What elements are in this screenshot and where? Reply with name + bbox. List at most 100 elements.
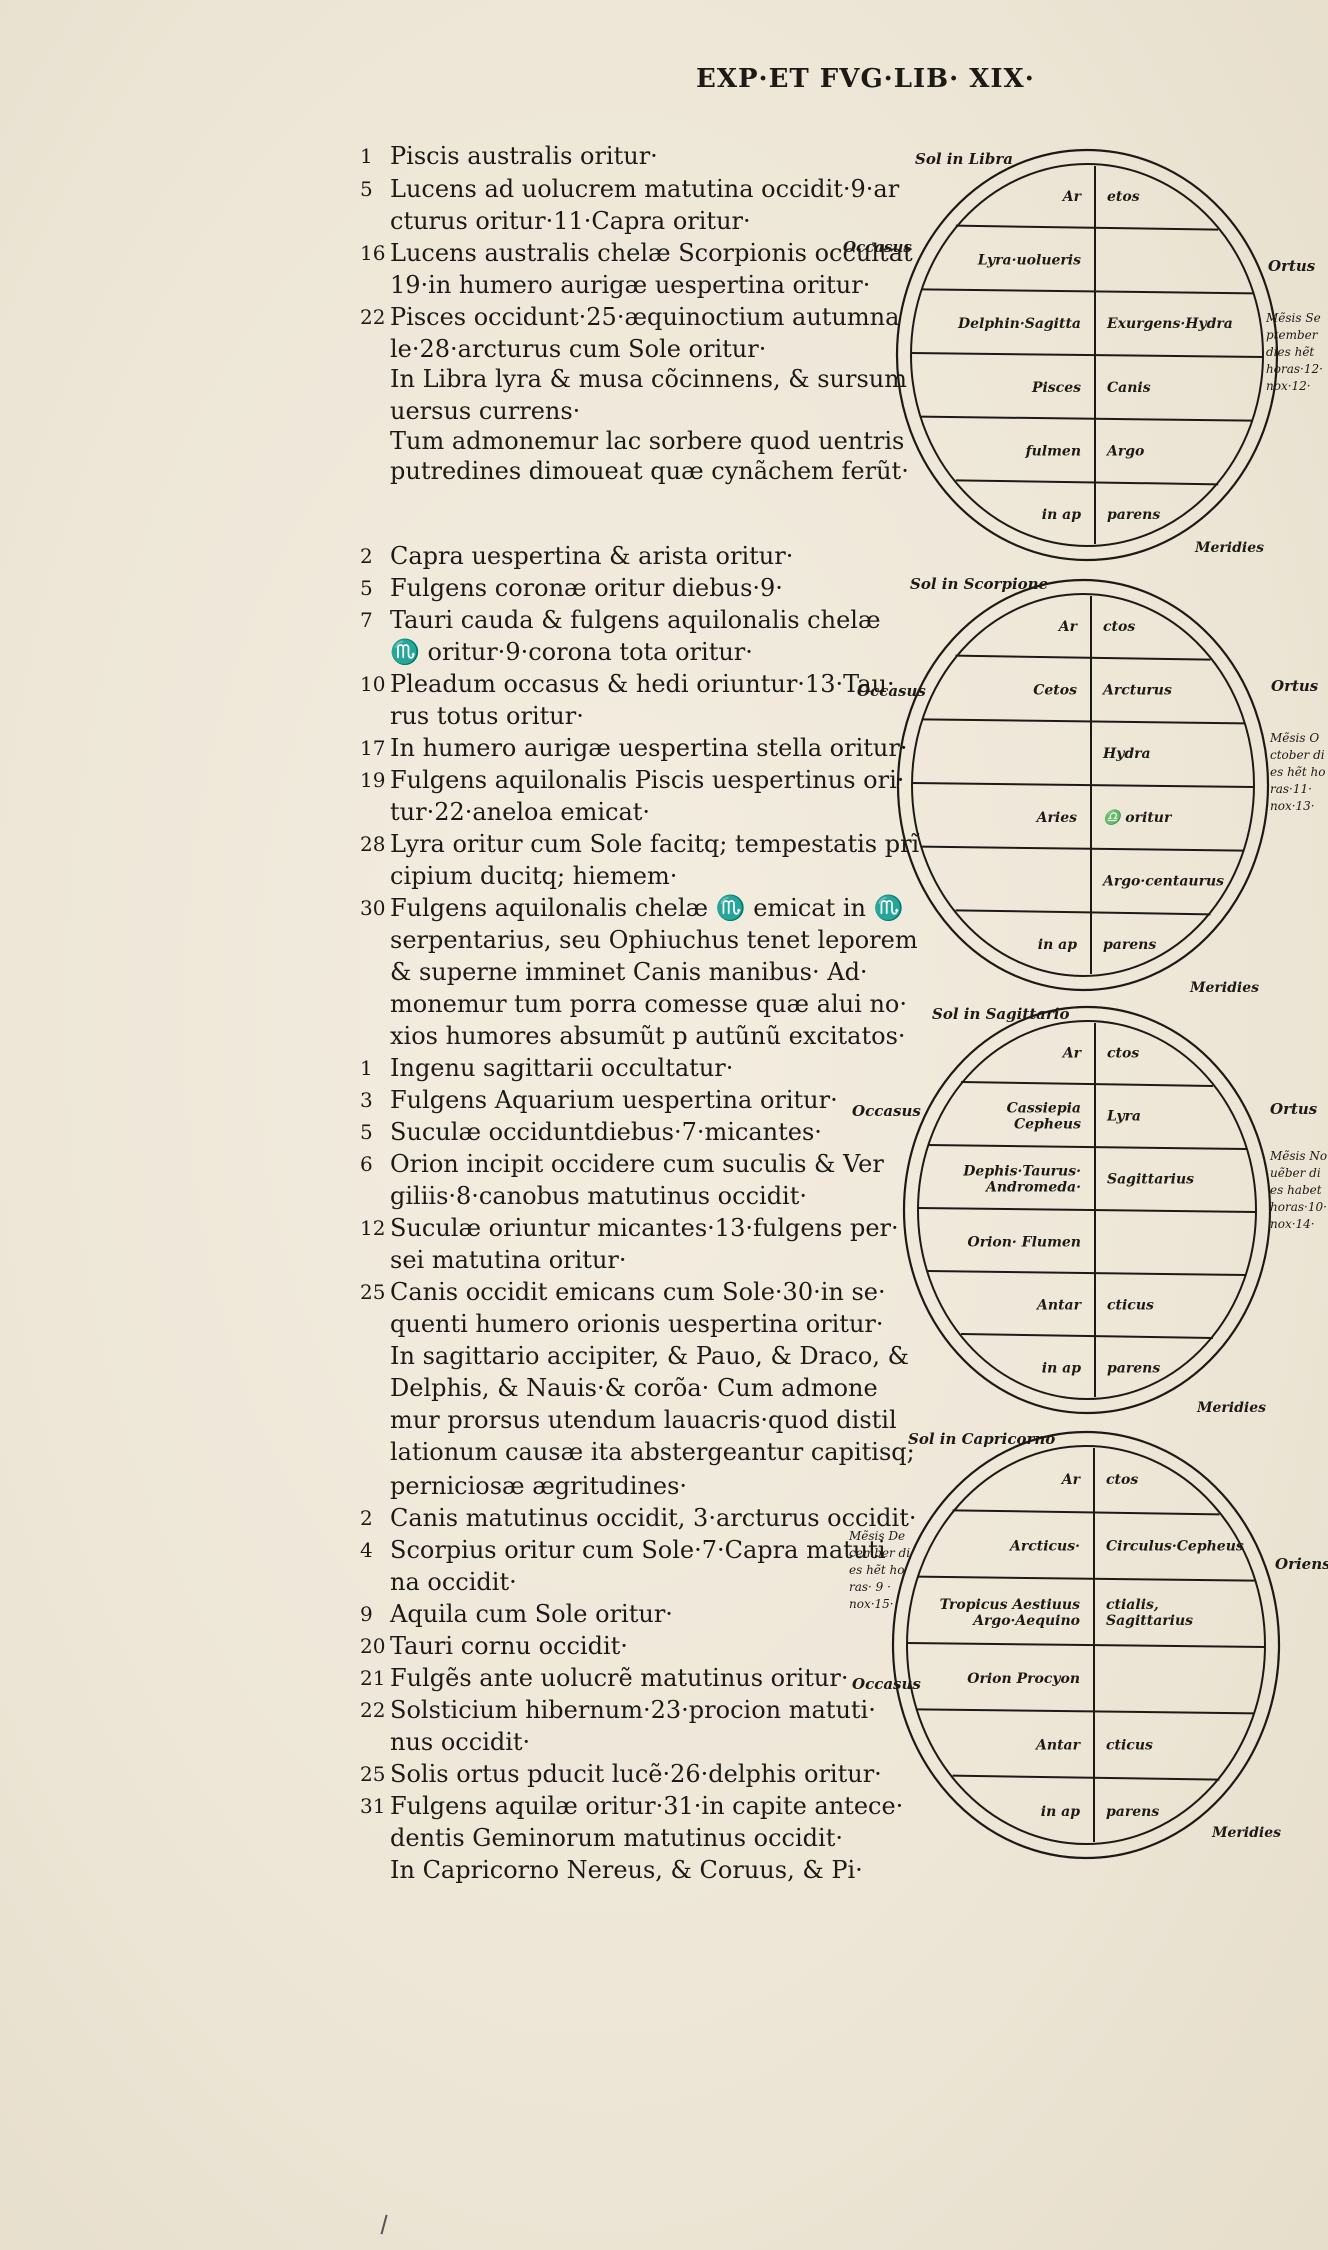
parallel-line [911, 782, 1255, 788]
line-text: ♏ oritur·9·corona tota oritur· [390, 638, 753, 666]
constellation-label: cticus [1107, 1298, 1154, 1314]
occasus-label: Occasus [857, 682, 926, 700]
day-number: 2 [360, 544, 373, 568]
day-number: 1 [360, 144, 373, 168]
constellation-label: in ap [1042, 507, 1081, 523]
day-number: 5 [360, 1120, 373, 1144]
note-line: cember di [849, 1546, 911, 1560]
day-number: 25 [360, 1280, 386, 1304]
constellation-label: Exurgens·Hydra [1106, 316, 1233, 332]
line-text: Tauri cornu occidit· [390, 1632, 628, 1660]
constellation-label: Ar [1061, 189, 1083, 205]
parallel-line [952, 1774, 1220, 1781]
line-text: giliis·8·canobus matutinus occidit· [390, 1182, 807, 1210]
constellation-label: parens [1107, 1361, 1160, 1377]
line-text: Orion incipit occidere cum suculis & Ver [390, 1150, 884, 1178]
line-text: Tum admonemur lac sorbere quod uentris [390, 427, 905, 455]
constellation-label: in ap [1038, 937, 1077, 953]
line-text: Suculæ oriuntur micantes·13·fulgens per· [390, 1214, 899, 1242]
day-number: 6 [360, 1152, 373, 1176]
day-number: 2 [360, 1506, 373, 1530]
line-text: Lucens australis chelæ Scorpionis occult… [390, 239, 913, 267]
meridies-label: Meridies [1197, 1400, 1266, 1416]
sun-sign-label: Sol in Libra [915, 150, 1013, 168]
constellation-label: Dephis·Taurus· [962, 1164, 1081, 1180]
note-line: nox·14· [1270, 1217, 1315, 1231]
line-text: Pisces occidunt·25·æquinoctium autumna [390, 303, 900, 331]
parallel-line [910, 352, 1264, 358]
line-text: perniciosæ ægritudines· [390, 1472, 688, 1500]
constellation-label: Argo·Aequino [971, 1613, 1080, 1629]
line-text: Fulgẽs ante uolucrẽ matutinus oritur· [390, 1664, 849, 1692]
outer-circle [895, 148, 1279, 562]
line-text: putredines dimoueat quæ cynãchem ferũt· [390, 457, 909, 485]
line-text: Pleadum occasus & hedi oriuntur·13·Tau· [390, 670, 895, 698]
parallel-line [921, 845, 1245, 852]
sun-sign-label: Sol in Scorpione [910, 575, 1049, 593]
day-number: 3 [360, 1088, 373, 1112]
constellation-label: ♎ oritur [1103, 809, 1173, 826]
constellation-label: Ar [1057, 619, 1079, 635]
constellation-label: Circulus·Cepheus [1106, 1539, 1244, 1555]
parallel-line [952, 1509, 1220, 1516]
note-line: ras· 9 · [849, 1580, 891, 1594]
constellation-label: Antar [1034, 1738, 1082, 1754]
note-line: Mẽsis De [849, 1529, 906, 1543]
constellation-label: Arcticus· [1008, 1539, 1080, 1555]
note-line: Mẽsis O [1270, 731, 1320, 745]
constellation-label: ctos [1107, 1046, 1139, 1062]
day-number: 30 [360, 896, 386, 920]
constellation-label: Ar [1060, 1472, 1082, 1488]
line-text: lationum causæ ita abstergeantur capitis… [390, 1438, 915, 1466]
constellation-label: Aries [1035, 810, 1077, 826]
day-number: 22 [360, 1698, 386, 1722]
inner-circle [910, 163, 1264, 547]
constellation-label: parens [1106, 1804, 1159, 1820]
parallel-line [921, 288, 1253, 295]
line-text: Solsticium hibernum·23·procion matuti· [390, 1696, 876, 1724]
line-text: Fulgens aquilæ oritur·31·in capite antec… [390, 1792, 904, 1820]
line-text: mur prorsus utendum lauacris·quod distil [390, 1406, 897, 1434]
parallel-line [906, 1642, 1266, 1648]
day-number: 19 [360, 768, 386, 792]
constellation-label: Lyra [1106, 1109, 1141, 1125]
constellation-label: Argo·centaurus [1101, 874, 1224, 890]
ortus-label: Oriens [1275, 1555, 1328, 1573]
line-text: Ingenu sagittarii occultatur· [390, 1054, 734, 1082]
note-line: nox·13· [1270, 799, 1315, 813]
day-number: 4 [360, 1538, 373, 1562]
sun-sign-label: Sol in Sagittario [932, 1005, 1070, 1023]
line-text: 19·in humero aurigæ uespertina oritur· [390, 271, 871, 299]
outer-circle [902, 1005, 1272, 1415]
day-number: 10 [360, 672, 386, 696]
day-number: 5 [360, 177, 373, 201]
constellation-label: Antar [1035, 1298, 1083, 1314]
ink-mark [380, 2214, 392, 2236]
line-text: & superne imminet Canis manibus· Ad· [390, 958, 868, 986]
parallel-line [921, 415, 1253, 422]
line-text: Suculæ occiduntdiebus·7·micantes· [390, 1118, 822, 1146]
line-text: In humero aurigæ uespertina stella oritu… [390, 734, 908, 762]
note-line: ras·11· [1270, 782, 1312, 796]
parallel-line [961, 1333, 1213, 1339]
line-text: Aquila cum Sole oritur· [390, 1600, 673, 1628]
meridies-label: Meridies [1190, 980, 1259, 996]
line-text: sei matutina oritur· [390, 1246, 627, 1274]
parallel-line [955, 224, 1219, 231]
line-text: Tauri cauda & fulgens aquilonalis chelæ [390, 606, 881, 634]
constellation-label: Cassiepia [1007, 1101, 1081, 1117]
occasus-label: Occasus [852, 1675, 921, 1693]
constellation-label: Sagittarius [1106, 1613, 1193, 1629]
day-number: 7 [360, 608, 373, 632]
note-line: Mẽsis No [1270, 1149, 1328, 1163]
line-text: Delphis, & Nauis·& corõa· Cum admone [390, 1374, 878, 1402]
line-text: monemur tum porra comesse quæ alui no· [390, 990, 907, 1018]
